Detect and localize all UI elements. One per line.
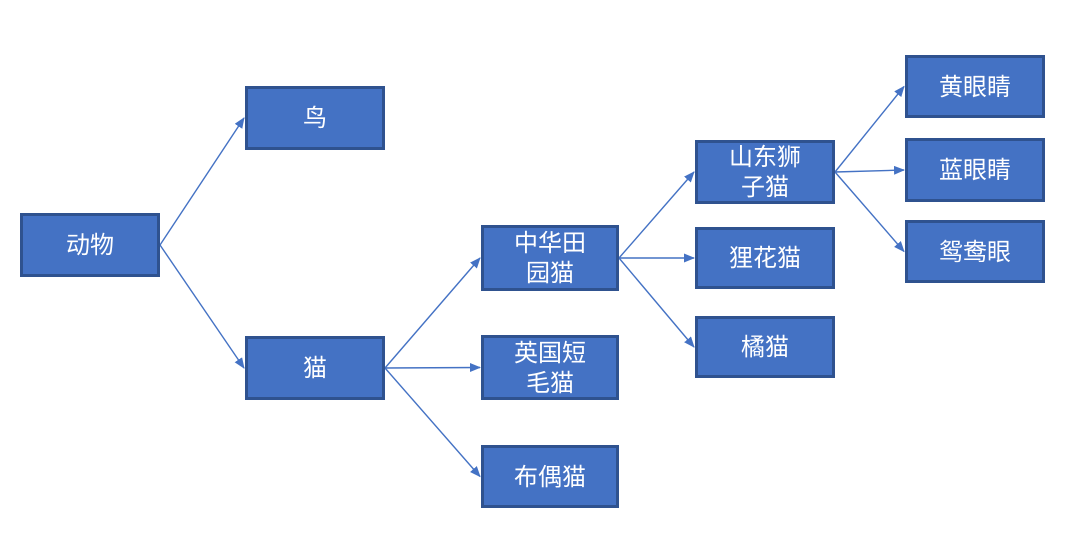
node-orange-cat[interactable]: 橘猫 bbox=[695, 316, 835, 378]
node-tabby-cat-label: 狸花猫 bbox=[729, 244, 801, 272]
node-british-shorthair-cat[interactable]: 英国短 毛猫 bbox=[481, 335, 619, 400]
node-shandong-lion-cat[interactable]: 山东狮 子猫 bbox=[695, 140, 835, 204]
node-cat[interactable]: 猫 bbox=[245, 336, 385, 400]
node-british-shorthair-cat-label: 英国短 毛猫 bbox=[514, 338, 586, 397]
node-ragdoll-cat-label: 布偶猫 bbox=[514, 462, 586, 491]
node-blue-eyes-label: 蓝眼睛 bbox=[939, 156, 1011, 184]
node-animal[interactable]: 动物 bbox=[20, 213, 160, 277]
node-odd-eyes-label: 鸳鸯眼 bbox=[939, 237, 1011, 266]
node-bird-label: 鸟 bbox=[303, 104, 327, 132]
node-odd-eyes[interactable]: 鸳鸯眼 bbox=[905, 220, 1045, 283]
node-yellow-eyes-label: 黄眼睛 bbox=[939, 72, 1011, 101]
node-ragdoll-cat[interactable]: 布偶猫 bbox=[481, 445, 619, 508]
node-chinese-pastoral-cat[interactable]: 中华田 园猫 bbox=[481, 225, 619, 291]
node-tabby-cat[interactable]: 狸花猫 bbox=[695, 227, 835, 289]
node-yellow-eyes[interactable]: 黄眼睛 bbox=[905, 55, 1045, 118]
node-cat-label: 猫 bbox=[303, 354, 327, 382]
node-shandong-lion-cat-label: 山东狮 子猫 bbox=[729, 143, 801, 201]
node-orange-cat-label: 橘猫 bbox=[741, 333, 789, 361]
node-chinese-pastoral-cat-label: 中华田 园猫 bbox=[514, 229, 586, 287]
node-blue-eyes[interactable]: 蓝眼睛 bbox=[905, 138, 1045, 202]
node-bird[interactable]: 鸟 bbox=[245, 86, 385, 150]
node-animal-label: 动物 bbox=[66, 231, 114, 259]
